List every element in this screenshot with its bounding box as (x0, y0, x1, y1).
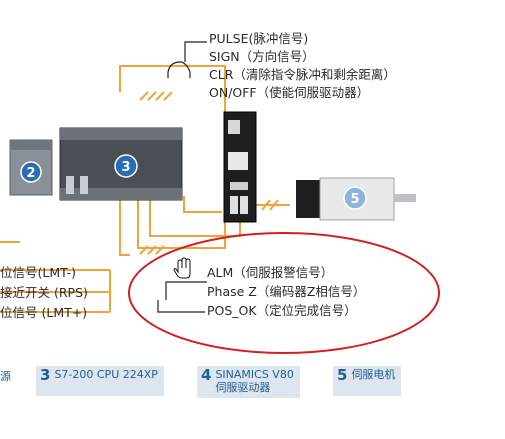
legend-item-plc-number: 3 (40, 366, 51, 384)
motor-number: 5 (350, 192, 359, 207)
limit-signal-lmt-plus: 位信号 (LMT+) (0, 305, 88, 320)
hand-cursor-icon (173, 257, 191, 279)
motor-badge (343, 186, 367, 210)
legend-item-plc-label: S7-200 CPU 224XP (54, 368, 158, 381)
legend-item-motor-label: 伺服电机 (351, 368, 396, 381)
signal-sign: SIGN（方向信号） (209, 49, 315, 64)
psu-badge (20, 161, 42, 183)
limit-signal-rps: 接近开关 (RPS) (0, 285, 88, 300)
signal-phase-z: Phase Z（编码器Z相信号） (207, 284, 366, 299)
highlight-ellipse (128, 232, 440, 354)
legend-item-drive-line2: 伺服驱动器 (215, 381, 271, 394)
signal-clr: CLR（清除指令脉冲和剩余距离） (209, 67, 396, 82)
plc-number: 3 (121, 160, 130, 175)
limit-signal-lmt-minus: 位信号(LMT-) (0, 265, 77, 280)
signal-on-off: ON/OFF（使能伺服驱动器） (209, 85, 370, 100)
signal-pulse: PULSE(脉冲信号) (209, 31, 309, 46)
psu-number: 2 (26, 166, 35, 181)
legend-item-drive-line1: SINAMICS V80 (215, 368, 294, 381)
signal-pos-ok: POS_OK（定位完成信号） (207, 303, 357, 318)
legend-item-power-label: 源 (0, 370, 11, 383)
signal-alm: ALM（伺服报警信号） (207, 265, 334, 280)
legend-item-power: 源 (0, 368, 11, 398)
servo-drive (223, 111, 257, 223)
wire-bundle-marks (139, 91, 279, 255)
legend-item-motor-number: 5 (337, 366, 348, 384)
power-supply-module: 2 (9, 139, 53, 196)
legend-item-drive-number: 4 (201, 366, 212, 384)
plc-badge (114, 154, 138, 178)
signal-brackets (157, 41, 207, 313)
servo-motor: 5 (296, 177, 416, 221)
plc-module: 3 (59, 127, 183, 201)
